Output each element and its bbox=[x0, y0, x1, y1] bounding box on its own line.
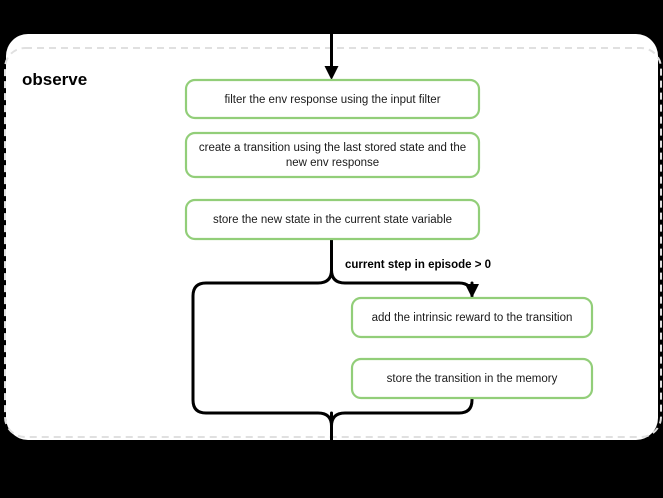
node-box bbox=[184, 131, 481, 179]
node-label-line2: new env response bbox=[286, 157, 379, 169]
edge-entry-arrowhead bbox=[324, 66, 339, 80]
node-box bbox=[184, 78, 481, 120]
node-box bbox=[350, 296, 594, 339]
node-store-new-state[interactable]: store the new state in the current state… bbox=[184, 198, 481, 241]
node-box bbox=[184, 198, 481, 241]
edge-label-current-step: current step in episode > 0 bbox=[345, 259, 491, 271]
node-label: filter the env response using the input … bbox=[224, 94, 440, 106]
node-label: store the new state in the current state… bbox=[213, 214, 452, 226]
node-store-transition-memory[interactable]: store the transition in the memory bbox=[350, 357, 594, 400]
node-create-transition[interactable]: create a transition using the last store… bbox=[184, 131, 481, 179]
node-box bbox=[350, 357, 594, 400]
node-filter-env-response[interactable]: filter the env response using the input … bbox=[184, 78, 481, 120]
group-title: observe bbox=[22, 70, 87, 89]
edge-merge-right bbox=[330, 395, 474, 428]
edge-branch-left bbox=[191, 268, 333, 428]
node-label: add the intrinsic reward to the transiti… bbox=[372, 312, 573, 324]
node-add-intrinsic-reward[interactable]: add the intrinsic reward to the transiti… bbox=[350, 296, 594, 339]
edge-branch-right-arrowhead bbox=[465, 284, 479, 298]
node-label-line1: create a transition using the last store… bbox=[199, 142, 466, 154]
node-label: store the transition in the memory bbox=[387, 373, 558, 385]
